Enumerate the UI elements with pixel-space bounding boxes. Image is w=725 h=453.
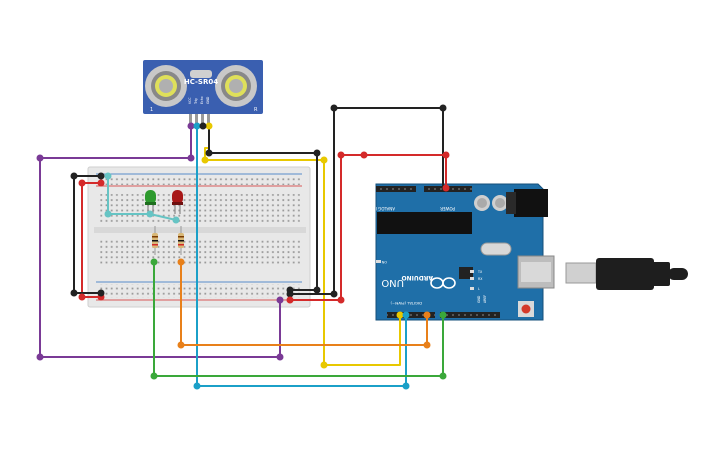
resistor-2 xyxy=(178,226,184,255)
arduino-analog-label: ANALOG IN xyxy=(373,206,395,211)
wire-teal-2 xyxy=(149,213,177,221)
wire-red-rail-left xyxy=(81,182,101,298)
arduino-uno: ANALOG IN POWER ARDUINO UNO ON xyxy=(373,183,555,321)
breadboard xyxy=(87,166,311,308)
arduino-digital-label: DIGITAL (PWM~) xyxy=(390,301,422,306)
sensor-pin-gnd: GND xyxy=(206,96,210,104)
sensor-pin-vcc: VCC xyxy=(188,97,192,104)
wire-orange xyxy=(180,262,428,346)
wires xyxy=(39,107,447,387)
arduino-brand: ARDUINO xyxy=(402,274,433,281)
arduino-gnd-label: GND xyxy=(477,295,481,303)
wire-purple xyxy=(39,126,281,358)
arduino-on-label: ON xyxy=(381,260,387,264)
arduino-power-label: POWER xyxy=(440,206,455,211)
arduino-infinity-icon xyxy=(430,277,456,289)
arduino-tx-label: TX xyxy=(477,270,483,274)
arduino-rx-label: RX xyxy=(478,277,483,281)
hc-sr04-sensor: HC-SR04 1 R VCC Trig Echo GND xyxy=(143,60,263,126)
wire-black-rail-left xyxy=(73,175,101,294)
wire-nodes xyxy=(36,104,450,390)
arduino-model: UNO xyxy=(381,277,404,288)
wire-cyan xyxy=(196,126,407,387)
sensor-corner-left: 1 xyxy=(150,107,153,113)
sensor-pin-trig: Trig xyxy=(194,98,198,105)
arduino-aref-label: AREF xyxy=(483,295,487,303)
led-red xyxy=(172,190,183,214)
usb-cable xyxy=(565,258,688,290)
sensor-corner-right: R xyxy=(254,107,258,113)
arduino-l-label: L xyxy=(478,287,480,291)
wire-green xyxy=(153,262,444,377)
resistor-1 xyxy=(152,226,158,255)
wire-black-arduino xyxy=(334,107,444,188)
sensor-label: HC-SR04 xyxy=(184,78,218,86)
sensor-pin-echo: Echo xyxy=(200,96,204,104)
